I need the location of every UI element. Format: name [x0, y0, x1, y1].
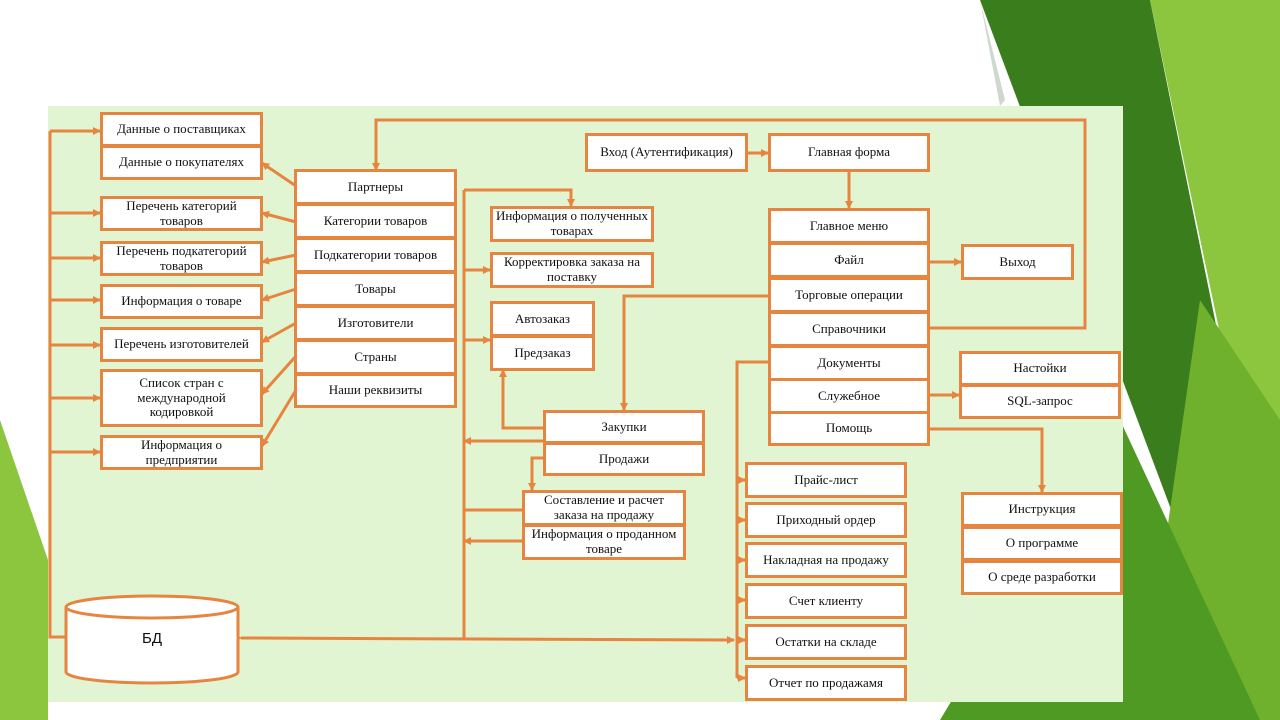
node-pre-order: Предзаказ — [490, 335, 595, 371]
node-main-menu: Главное меню — [768, 208, 930, 244]
node-receipt-order: Приходный ордер — [745, 502, 907, 538]
node-about: О программе — [961, 526, 1123, 561]
node-received-goods-info: Информация о полученных товарах — [490, 206, 654, 242]
node-sales-invoice: Накладная на продажу — [745, 542, 907, 578]
node-manufacturer-list: Перечень изготовителей — [100, 327, 263, 362]
node-trade-operations: Торговые операции — [768, 277, 930, 313]
node-supplier-data: Данные о поставщиках — [100, 112, 263, 147]
node-sales: Продажи — [543, 442, 705, 476]
node-sql-query: SQL-запрос — [959, 384, 1121, 419]
node-exit: Выход — [961, 244, 1074, 280]
node-supply-order-correction: Корректировка заказа на поставку — [490, 252, 654, 288]
node-purchases: Закупки — [543, 410, 705, 444]
node-instruction: Инструкция — [961, 492, 1123, 527]
node-subcategories: Подкатегории товаров — [294, 237, 457, 273]
node-partners: Партнеры — [294, 169, 457, 205]
node-references: Справочники — [768, 311, 930, 347]
node-category-list: Перечень категорий товаров — [100, 196, 263, 231]
node-auto-order: Автозаказ — [490, 301, 595, 337]
node-company-info: Информация о предприятии — [100, 435, 263, 470]
node-sold-goods-info: Информация о проданном товаре — [522, 524, 686, 560]
node-countries: Страны — [294, 339, 457, 375]
node-sales-report: Отчет по продажамя — [745, 665, 907, 701]
node-about-ide: О среде разработки — [961, 560, 1123, 595]
node-client-bill: Счет клиенту — [745, 583, 907, 619]
node-main-form: Главная форма — [768, 133, 930, 172]
node-sales-order-calc: Составление и расчет заказа на продажу — [522, 490, 686, 526]
node-login: Вход (Аутентификация) — [585, 133, 748, 172]
node-price-list: Прайс-лист — [745, 462, 907, 498]
node-product-info: Информация о товаре — [100, 284, 263, 319]
node-settings: Настойки — [959, 351, 1121, 386]
node-service: Служебное — [768, 378, 930, 414]
node-our-details: Наши реквизиты — [294, 373, 457, 408]
node-help: Помощь — [768, 411, 930, 446]
node-subcategory-list: Перечень подкатегорий товаров — [100, 241, 263, 276]
node-file: Файл — [768, 242, 930, 278]
node-goods: Товары — [294, 271, 457, 307]
node-documents: Документы — [768, 345, 930, 381]
db-label: БД — [141, 630, 162, 647]
node-manufacturers: Изготовители — [294, 305, 457, 341]
node-customer-data: Данные о покупателях — [100, 145, 263, 180]
node-country-list: Список стран с международной кодировкой — [100, 369, 263, 427]
node-stock-balance: Остатки на складе — [745, 624, 907, 660]
node-categories: Категории товаров — [294, 203, 457, 239]
